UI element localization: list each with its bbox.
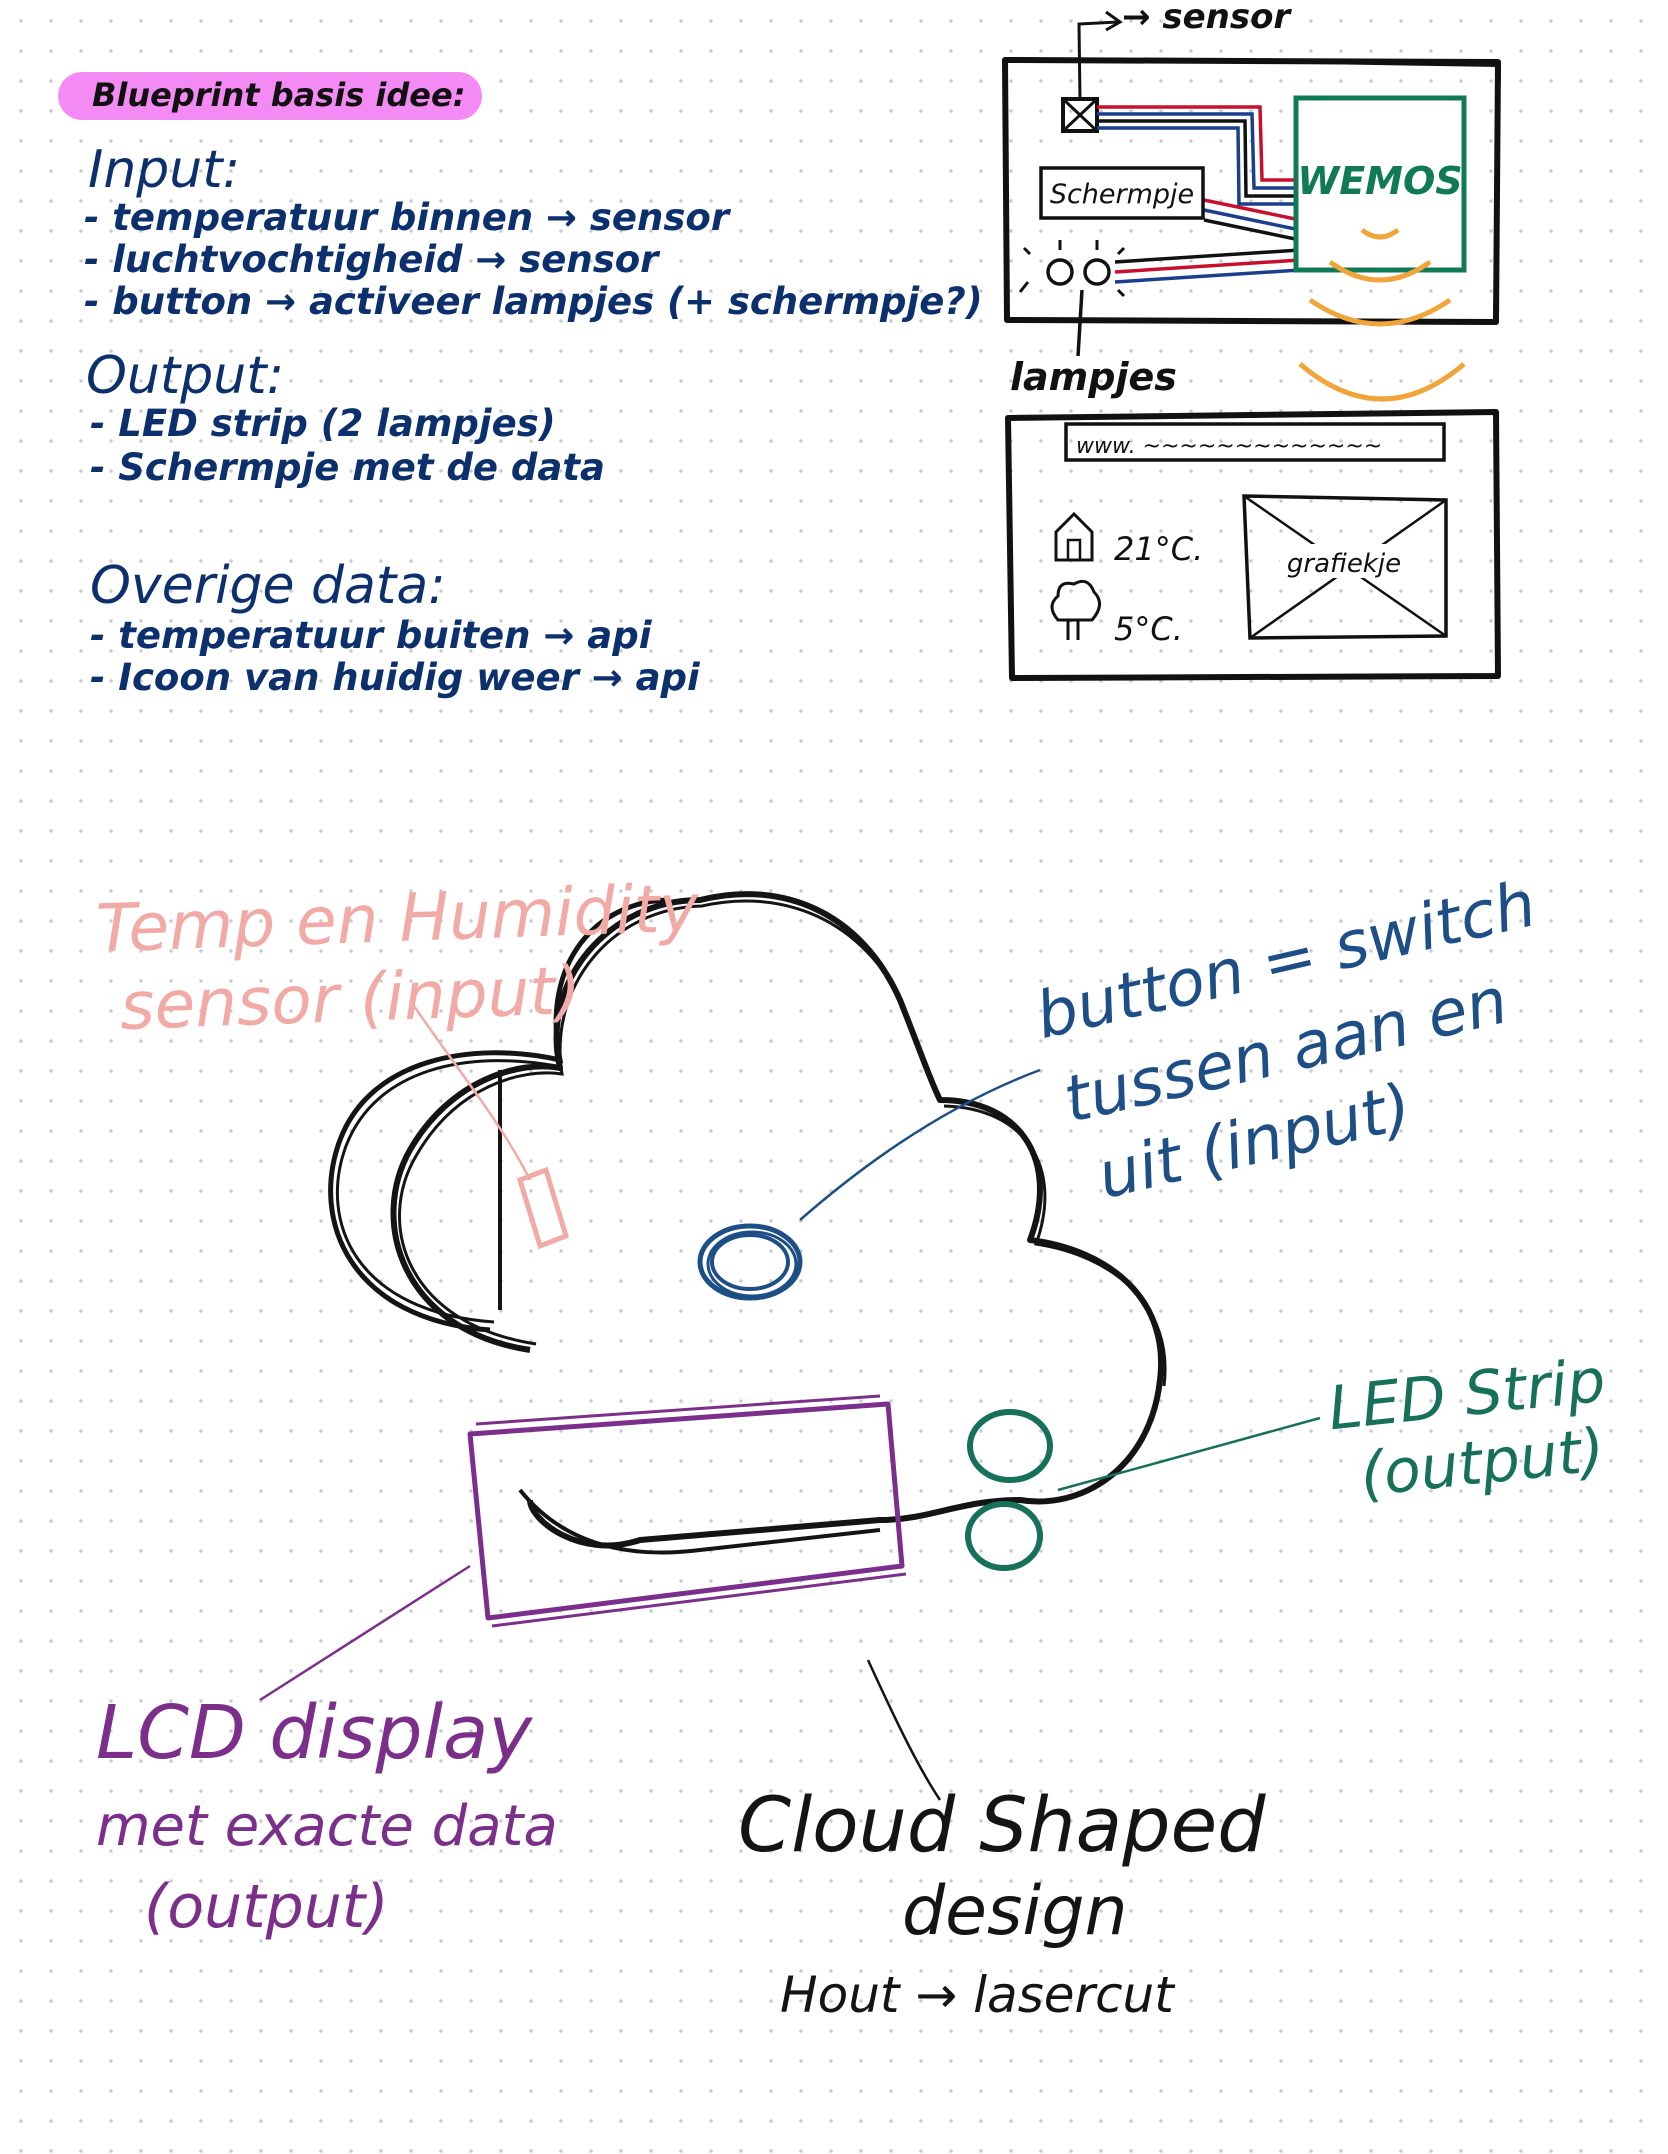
switch-button-icon: [697, 1223, 803, 1301]
lamp-wire-blue: [1114, 268, 1301, 284]
other-item: - temperatuur buiten → api: [90, 614, 652, 657]
url-text: www. ~~~~~~~~~~~~~: [1076, 434, 1382, 459]
indoor-temp: 21°C.: [1114, 530, 1203, 568]
lamps-label: lampjes: [1010, 355, 1177, 399]
lcd-annotation: LCD display: [96, 1690, 533, 1776]
sensor-arrow-icon: [1105, 10, 1123, 32]
switch-button-inner: [710, 1233, 790, 1291]
lcd-display: [467, 1401, 905, 1621]
wifi-signal-icon: [1328, 259, 1432, 283]
wifi-signal-icon: [1298, 362, 1466, 402]
screen-wire-red: [1203, 198, 1301, 222]
chart-label-bg: [1280, 544, 1404, 578]
screen-wire-black: [1203, 218, 1301, 242]
other-item: - Icoon van huidig weer → api: [90, 656, 700, 699]
sensor-annotation-line: [408, 999, 532, 1181]
cloud-front-outline: [390, 891, 1165, 1549]
lcd-annotation-line: [259, 1564, 471, 1702]
sensor-wire-blue-2: [1097, 126, 1300, 206]
lamp-wire-red: [1114, 258, 1301, 274]
lcd-annotation: (output): [144, 1872, 389, 1942]
input-item: - luchtvochtigheid → sensor: [84, 238, 659, 281]
house-icon: [1054, 511, 1094, 562]
tree-trunk: [1066, 620, 1080, 640]
sensor-wire-black: [1097, 119, 1300, 198]
device-box: [1002, 57, 1501, 325]
cloud-device: [259, 891, 1321, 1801]
temp-sensor-icon: [516, 1166, 570, 1250]
lamp-rays: [1018, 240, 1126, 298]
sensor-wire-blue: [1097, 112, 1300, 190]
sensor-cross: [1061, 97, 1099, 133]
output-item: - Schermpje met de data: [90, 446, 605, 489]
wemos-label: WEMOS: [1297, 159, 1462, 203]
led-light-icon: [965, 1501, 1043, 1571]
cloud-unused: [336, 1064, 520, 1348]
web-sketch: www. ~~~~~~~~~~~~~ 21°C. 5°C. grafiekje: [1005, 409, 1501, 681]
screen-label: Schermpje: [1050, 179, 1194, 210]
cloud-depth-lines: [498, 1070, 881, 1555]
sensor-annotation: sensor (input): [118, 951, 583, 1046]
url-bar: [1064, 422, 1446, 462]
lamp-wire-black: [1114, 248, 1301, 264]
device-sketch: → sensor Schermpje WEMOS lampjes: [1002, 0, 1502, 402]
lamps-pointer-line: [1076, 289, 1084, 357]
other-heading: Overige data:: [90, 556, 446, 616]
design-annotation: design: [902, 1872, 1128, 1951]
led-light-icon: [967, 1409, 1053, 1483]
screen-wire-blue: [1203, 208, 1301, 232]
wifi-signal-icon: [1308, 297, 1452, 327]
cloud-back-outline: [328, 897, 671, 1333]
screen-box: [1039, 166, 1205, 220]
outdoor-temp: 5°C.: [1114, 610, 1183, 648]
switch-button-retrace: [706, 1230, 798, 1298]
design-annotation: Cloud Shaped: [738, 1780, 1266, 1869]
cloud-front-retrace: [398, 899, 1167, 1387]
led-annotation-line: [1057, 1416, 1321, 1492]
sensor-wire-red: [1097, 105, 1300, 182]
lamp-icon: [1046, 258, 1074, 286]
wemos-board: [1293, 95, 1467, 273]
sensor-label: → sensor: [1122, 0, 1292, 37]
title-highlight: [58, 72, 482, 120]
input-item: - temperatuur binnen → sensor: [84, 196, 730, 239]
cloud-back-retrace: [335, 1059, 557, 1324]
lamp-icon: [1083, 258, 1111, 286]
chart-label: grafiekje: [1287, 549, 1401, 579]
notes-title: Blueprint basis idee:: [92, 76, 466, 114]
device-box-retrace: [1007, 57, 1502, 319]
design-annotation: Hout → lasercut: [780, 1966, 1174, 2024]
web-page-box: [1005, 409, 1501, 681]
button-annotation-line: [799, 1068, 1041, 1221]
input-heading: Input:: [88, 140, 241, 200]
input-item: - button → activeer lampjes (+ schermpje…: [84, 280, 983, 323]
wifi-signal-icon: [1360, 227, 1400, 240]
tree-icon: [1050, 579, 1101, 622]
design-annotation-line: [866, 1659, 942, 1801]
house-door: [1066, 538, 1082, 562]
output-heading: Output:: [86, 346, 285, 406]
output-item: - LED strip (2 lampjes): [90, 402, 556, 445]
lcd-display-retrace: [475, 1394, 907, 1628]
sensor-pointer-line: [1077, 20, 1119, 101]
lcd-annotation: met exacte data: [96, 1794, 558, 1859]
